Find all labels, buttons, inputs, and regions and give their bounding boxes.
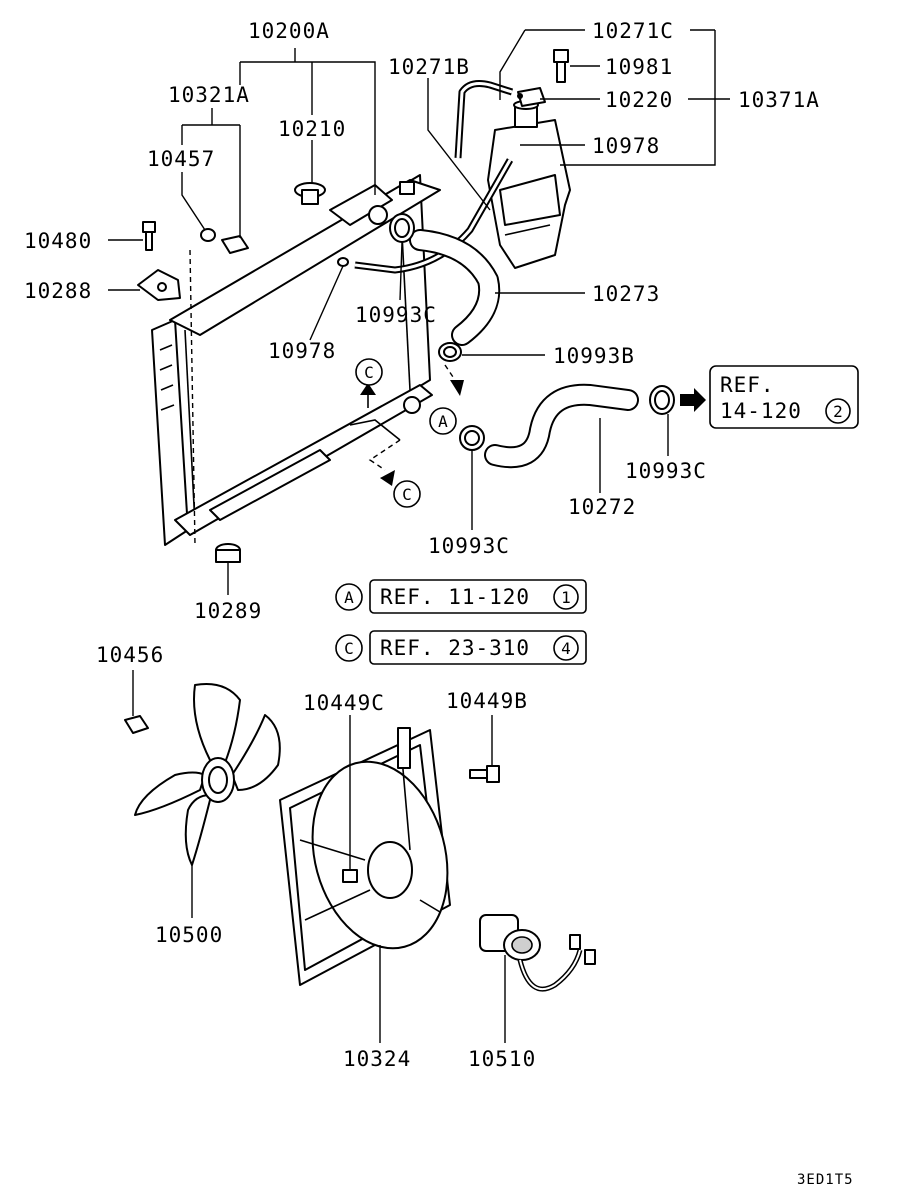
marker-c-top: C: [364, 363, 374, 382]
ref-a-marker: A: [344, 588, 354, 607]
nut-10456: [124, 715, 149, 734]
label-10271b: 10271B: [388, 55, 470, 79]
label-10981: 10981: [605, 55, 673, 79]
reserve-cap-10220: [517, 87, 546, 107]
hose-clamp-10993c-lower: [459, 425, 485, 451]
ref-14-120-line1: REF.: [720, 373, 775, 397]
label-10210: 10210: [278, 117, 346, 141]
hose-clamp-10993b: [438, 342, 462, 362]
label-10272: 10272: [568, 495, 636, 519]
ref-a-num: 1: [561, 588, 571, 607]
ref-c-num: 4: [561, 639, 571, 658]
bolt-10981: [553, 49, 569, 83]
label-10371a: 10371A: [738, 88, 820, 112]
drain-outlet: [349, 383, 401, 486]
ref-row-c: C REF. 23-310 4: [335, 630, 587, 665]
ref-c-text: REF. 23-310: [380, 636, 530, 660]
label-10457: 10457: [147, 147, 215, 171]
ref-row-a: A REF. 11-120 1: [335, 579, 587, 614]
part-labels: 10200A 10321A 10210 10457 10480 10288 10…: [24, 19, 820, 1071]
ref-a-text: REF. 11-120: [380, 585, 530, 609]
leader-lines: [108, 29, 730, 1043]
bolt-10480: [142, 221, 156, 251]
hose-clamp-10993c-upper: [389, 213, 415, 243]
reserve-tank-10371a: [487, 100, 571, 269]
label-10993c-lower: 10993C: [428, 534, 510, 558]
label-10510: 10510: [468, 1047, 536, 1071]
drain-plug-10321a: [221, 235, 249, 254]
label-10321a: 10321A: [168, 83, 250, 107]
mount-10289: [215, 543, 241, 563]
fan-blade-10500: [134, 683, 281, 866]
label-10271c: 10271C: [592, 19, 674, 43]
label-10978-left: 10978: [268, 339, 336, 363]
ref-14-120-num: 2: [833, 402, 843, 421]
diagram-code: 3ED1T5: [797, 1172, 854, 1187]
ref-14-120-line2: 14-120: [720, 399, 802, 423]
label-10978-right: 10978: [592, 134, 660, 158]
label-10324: 10324: [343, 1047, 411, 1071]
label-10993c-upper: 10993C: [355, 303, 437, 327]
label-10449c: 10449C: [303, 691, 385, 715]
radiator-cap-10210: [294, 182, 326, 205]
label-10993c-right: 10993C: [625, 459, 707, 483]
bolt-10449b: [469, 765, 500, 783]
label-10993b: 10993B: [553, 344, 635, 368]
label-10200a: 10200A: [248, 19, 330, 43]
arrow-a: [450, 380, 464, 396]
o-ring-10457: [200, 228, 216, 242]
arrow-ref-14-120: [680, 388, 706, 412]
label-10289: 10289: [194, 599, 262, 623]
bracket-10288: [137, 269, 181, 301]
hose-clamp-10993c-right: [649, 385, 675, 415]
marker-c-bottom: C: [402, 485, 412, 504]
ref-c-marker: C: [344, 639, 354, 658]
label-10480: 10480: [24, 229, 92, 253]
fan-shroud-10324: [279, 727, 451, 986]
label-10288: 10288: [24, 279, 92, 303]
marker-a-hose: A: [438, 412, 448, 431]
label-10500: 10500: [155, 923, 223, 947]
label-10220: 10220: [605, 88, 673, 112]
label-10273: 10273: [592, 282, 660, 306]
label-10456: 10456: [96, 643, 164, 667]
circle-markers: C C A: [355, 358, 457, 508]
label-10449b: 10449B: [446, 689, 528, 713]
bolt-10449c: [342, 869, 358, 883]
ref-box-14-120: REF. 14-120 2: [709, 365, 859, 429]
o-ring-10978-a: [337, 257, 349, 267]
fan-motor-10510: [479, 914, 596, 992]
